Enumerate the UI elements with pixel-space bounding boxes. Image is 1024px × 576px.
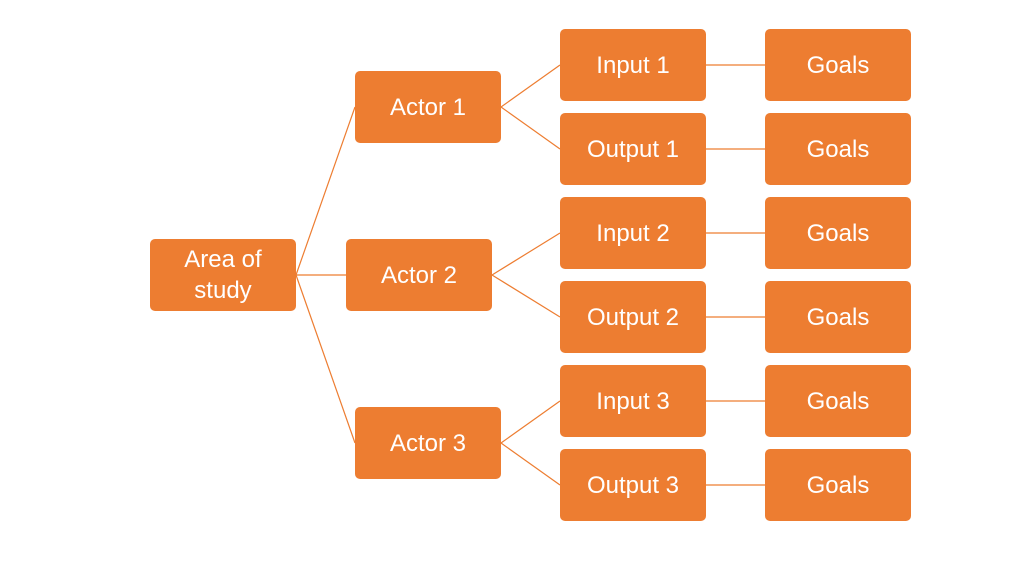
node-actor-1: Actor 1 bbox=[355, 71, 501, 143]
node-actor-3: Actor 3 bbox=[355, 407, 501, 479]
node-input-1: Input 1 bbox=[560, 29, 706, 101]
node-area-of-study: Area of study bbox=[150, 239, 296, 311]
connector-actor-1-input-1 bbox=[500, 64, 561, 108]
node-input-3: Input 3 bbox=[560, 365, 706, 437]
connector-actor-3-output-3 bbox=[500, 442, 561, 486]
connector-actor-2-input-2 bbox=[491, 232, 561, 276]
node-input-2: Input 2 bbox=[560, 197, 706, 269]
node-goals-output-3: Goals bbox=[765, 449, 911, 521]
node-output-3: Output 3 bbox=[560, 449, 706, 521]
connector-actor-2-output-2 bbox=[491, 274, 561, 318]
connector-root-actor-3 bbox=[295, 274, 356, 444]
connector-root-actor-1 bbox=[295, 106, 356, 276]
connector-actor-1-output-1 bbox=[500, 106, 561, 150]
node-actor-2: Actor 2 bbox=[346, 239, 492, 311]
node-goals-output-2: Goals bbox=[765, 281, 911, 353]
node-goals-input-3: Goals bbox=[765, 365, 911, 437]
node-goals-output-1: Goals bbox=[765, 113, 911, 185]
node-goals-input-1: Goals bbox=[765, 29, 911, 101]
node-output-1: Output 1 bbox=[560, 113, 706, 185]
connector-actor-3-input-3 bbox=[500, 400, 561, 444]
node-goals-input-2: Goals bbox=[765, 197, 911, 269]
node-output-2: Output 2 bbox=[560, 281, 706, 353]
